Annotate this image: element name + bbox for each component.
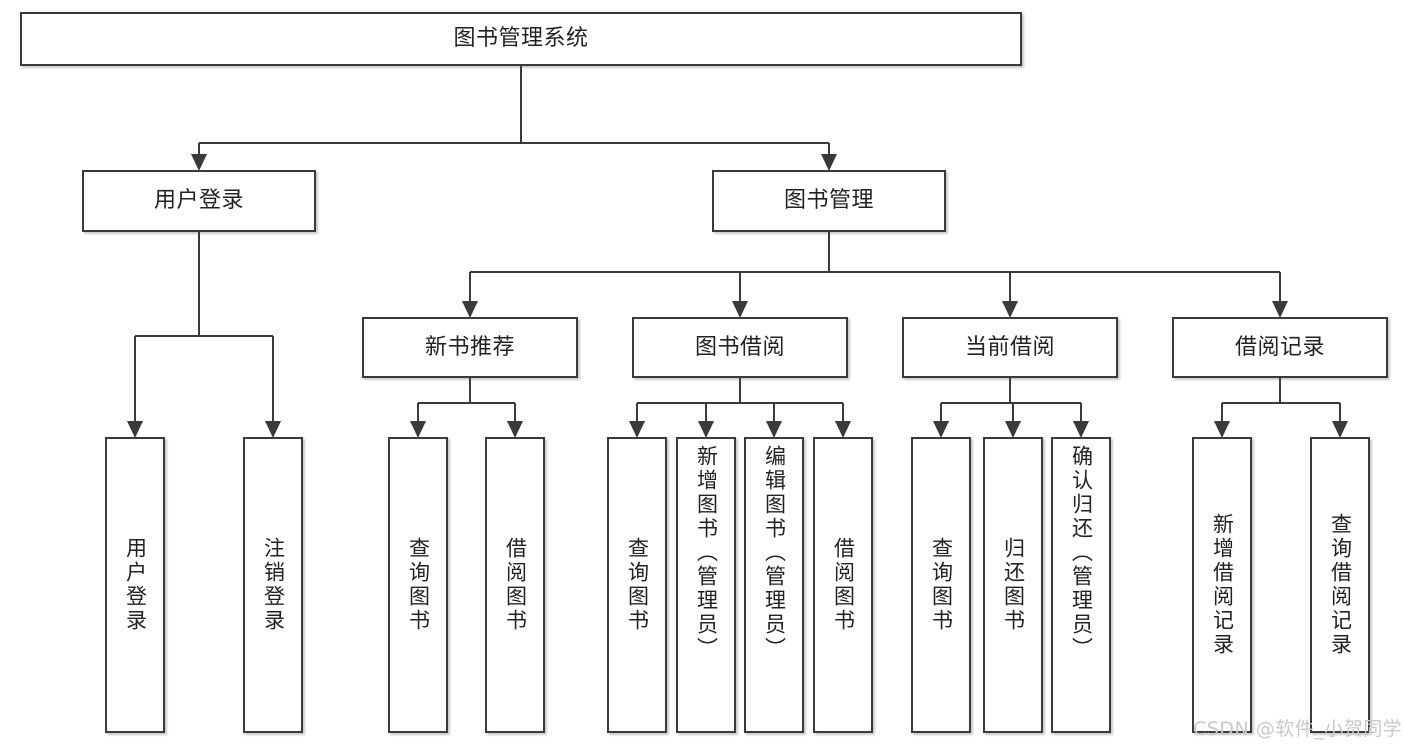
node-user-login-label: 用户登录 <box>153 188 244 214</box>
connector-drop <box>1079 403 1083 422</box>
node-borrow-record-label: 借阅记录 <box>1234 334 1325 360</box>
leaf-node[interactable]: 查询图书 <box>607 437 667 733</box>
node-book-management[interactable]: 图书管理 <box>712 170 946 232</box>
arrowhead-icon <box>507 421 523 438</box>
node-new-book-recommendation-label: 新书推荐 <box>424 334 515 360</box>
node-user-login[interactable]: 用户登录 <box>82 170 316 232</box>
arrowhead-icon <box>127 421 143 438</box>
node-root-label: 图书管理系统 <box>453 26 589 52</box>
arrowhead-icon <box>1272 301 1288 318</box>
leaf-node[interactable]: 查询借阅记录 <box>1310 437 1370 733</box>
connector-bar <box>470 270 1280 274</box>
connector-drop <box>133 336 137 422</box>
connector-bar <box>637 401 843 405</box>
arrowhead-icon <box>821 154 837 171</box>
connector-trunk <box>468 378 472 403</box>
connector-bar <box>199 141 829 145</box>
arrowhead-icon <box>732 301 748 318</box>
leaf-node-label: 新增借阅记录 <box>1210 513 1235 657</box>
arrowhead-icon <box>766 421 782 438</box>
connector-trunk <box>1008 378 1012 403</box>
leaf-node-label: 确认归还（管理员） <box>1069 445 1094 661</box>
node-borrow-record[interactable]: 借阅记录 <box>1172 317 1388 378</box>
leaf-node[interactable]: 编辑图书（管理员） <box>744 437 804 733</box>
arrowhead-icon <box>1332 421 1348 438</box>
connector-drop <box>738 272 742 302</box>
connector-bar <box>1222 401 1340 405</box>
connector-drop <box>416 403 420 422</box>
arrowhead-icon <box>1214 421 1230 438</box>
leaf-node-label: 用户登录 <box>123 537 148 633</box>
node-book-borrow-label: 图书借阅 <box>694 334 785 360</box>
leaf-node-label: 借阅图书 <box>503 537 528 633</box>
connector-bar <box>941 401 1081 405</box>
connector-drop <box>468 272 472 302</box>
connector-drop <box>939 403 943 422</box>
leaf-node-label: 注销登录 <box>261 537 286 633</box>
arrowhead-icon <box>462 301 478 318</box>
connector-trunk <box>197 232 201 336</box>
leaf-node[interactable]: 新增借阅记录 <box>1192 437 1252 733</box>
connector-drop <box>635 403 639 422</box>
arrowhead-icon <box>265 421 281 438</box>
arrowhead-icon <box>629 421 645 438</box>
node-root[interactable]: 图书管理系统 <box>20 12 1022 66</box>
leaf-node[interactable]: 借阅图书 <box>813 437 873 733</box>
leaf-node-label: 归还图书 <box>1001 537 1026 633</box>
connector-bar <box>135 334 273 338</box>
leaf-node[interactable]: 新增图书（管理员） <box>676 437 736 733</box>
leaf-node-label: 查询借阅记录 <box>1328 513 1353 657</box>
connector-trunk <box>827 232 831 272</box>
leaf-node-label: 查询图书 <box>406 537 431 633</box>
connector-drop <box>704 403 708 422</box>
connector-bar <box>418 401 515 405</box>
leaf-node-label: 编辑图书（管理员） <box>762 445 787 661</box>
connector-drop <box>1278 272 1282 302</box>
arrowhead-icon <box>1002 301 1018 318</box>
connector-trunk <box>738 378 742 403</box>
leaf-node-label: 查询图书 <box>929 537 954 633</box>
leaf-node-label: 新增图书（管理员） <box>694 445 719 661</box>
connector-drop <box>772 403 776 422</box>
watermark: CSDN @软件_小贺同学 <box>1193 718 1403 740</box>
leaf-node[interactable]: 确认归还（管理员） <box>1051 437 1111 733</box>
arrowhead-icon <box>191 154 207 171</box>
leaf-node[interactable]: 查询图书 <box>388 437 448 733</box>
connector-drop <box>1011 403 1015 422</box>
leaf-node-label: 借阅图书 <box>831 537 856 633</box>
node-current-borrow-label: 当前借阅 <box>964 334 1055 360</box>
leaf-node[interactable]: 归还图书 <box>983 437 1043 733</box>
connector-drop <box>197 143 201 155</box>
arrowhead-icon <box>1005 421 1021 438</box>
connector-drop <box>1008 272 1012 302</box>
connector-drop <box>513 403 517 422</box>
connector-drop <box>827 143 831 155</box>
node-book-borrow[interactable]: 图书借阅 <box>632 317 848 378</box>
leaf-node[interactable]: 查询图书 <box>911 437 971 733</box>
leaf-node[interactable]: 注销登录 <box>243 437 303 733</box>
arrowhead-icon <box>410 421 426 438</box>
connector-trunk <box>519 66 523 143</box>
connector-drop <box>271 336 275 422</box>
leaf-node-label: 查询图书 <box>625 537 650 633</box>
connector-drop <box>841 403 845 422</box>
connector-trunk <box>1278 378 1282 403</box>
leaf-node[interactable]: 借阅图书 <box>485 437 545 733</box>
connector-drop <box>1220 403 1224 422</box>
node-current-borrow[interactable]: 当前借阅 <box>902 317 1118 378</box>
arrowhead-icon <box>1073 421 1089 438</box>
node-book-management-label: 图书管理 <box>783 188 874 214</box>
node-new-book-recommendation[interactable]: 新书推荐 <box>362 317 578 378</box>
arrowhead-icon <box>835 421 851 438</box>
arrowhead-icon <box>698 421 714 438</box>
arrowhead-icon <box>933 421 949 438</box>
connector-drop <box>1338 403 1342 422</box>
leaf-node[interactable]: 用户登录 <box>105 437 165 733</box>
